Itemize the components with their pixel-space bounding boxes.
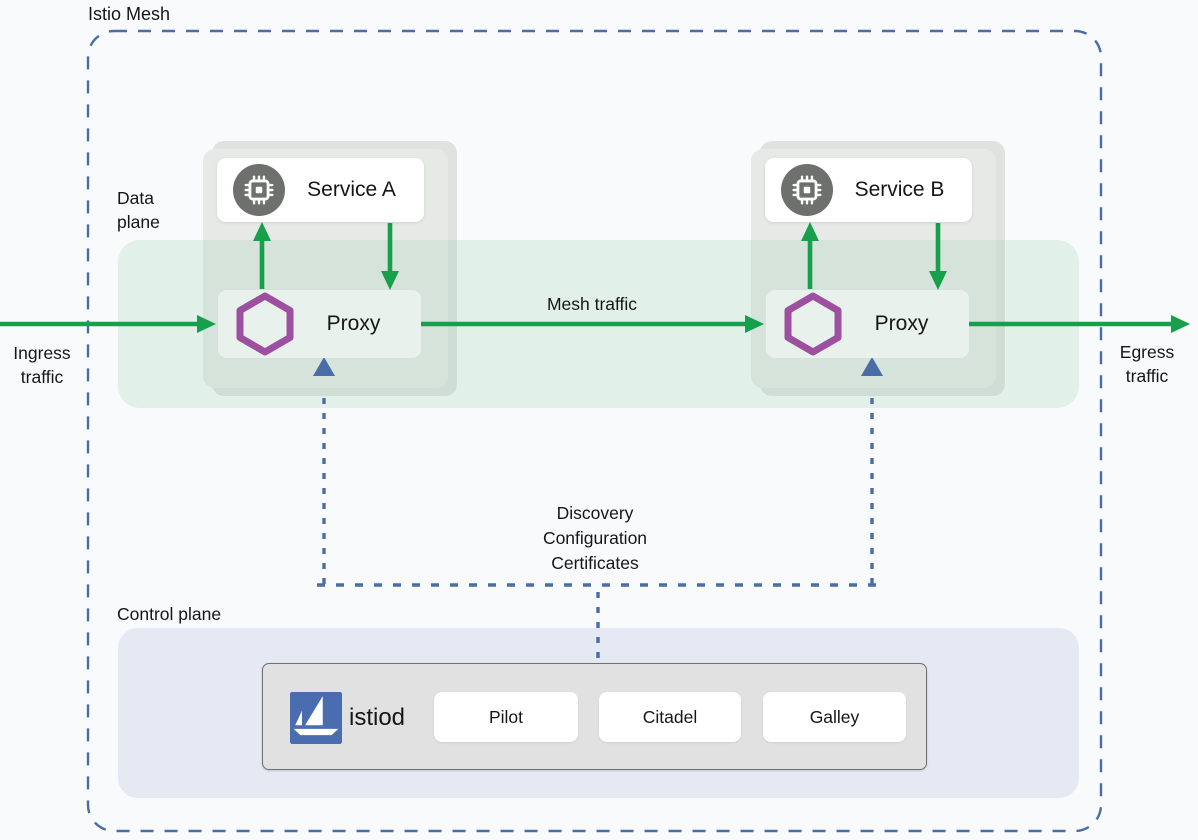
proxy-hexagon-icon [784, 292, 842, 356]
proxy-b-label: Proxy [874, 312, 929, 335]
ingress-traffic-arrow [0, 315, 216, 333]
mesh-traffic-label: Mesh traffic [546, 294, 638, 314]
istio-logo-icon [290, 692, 342, 744]
istio-mesh-boundary [86, 29, 1103, 833]
mesh-traffic-arrow [421, 315, 764, 333]
control-link-line-discovery: Discovery [556, 503, 634, 523]
data-plane-label: Data plane [117, 188, 160, 232]
control-plane-label: Control plane [117, 604, 222, 624]
pod-a-service-proxy-arrows [253, 222, 399, 290]
istiod-component-galley: Galley [763, 692, 906, 742]
proxy-a-card: Proxy [218, 290, 421, 358]
istiod-label: istiod [349, 704, 406, 731]
egress-traffic-label: Egress traffic [1119, 342, 1175, 386]
service-b-card: Service B [765, 158, 972, 222]
service-a-card: Service A [217, 158, 424, 222]
proxy-hexagon-icon [236, 292, 294, 356]
control-link-arrowhead-left [313, 357, 335, 376]
service-chip-icon [233, 164, 285, 216]
proxy-b-card: Proxy [766, 290, 969, 358]
control-link-arrowhead-right [861, 357, 883, 376]
control-plane-links [313, 357, 883, 661]
istiod-component-pilot: Pilot [434, 692, 578, 742]
service-b-label: Service B [854, 178, 945, 201]
service-a-label: Service A [307, 178, 396, 201]
istiod-component-citadel: Citadel [599, 692, 741, 742]
ingress-traffic-label: Ingress traffic [13, 343, 71, 387]
istiod-box: istiod Pilot Citadel Galley [262, 663, 927, 770]
egress-traffic-arrow [969, 315, 1190, 333]
service-chip-icon [781, 164, 833, 216]
control-link-line-certificates: Certificates [551, 553, 639, 573]
control-link-line-configuration: Configuration [542, 528, 648, 548]
proxy-a-label: Proxy [326, 312, 381, 335]
control-link-label: Discovery Configuration Certificates [497, 501, 693, 576]
istio-mesh-label: Istio Mesh [88, 4, 171, 24]
pod-b-service-proxy-arrows [801, 222, 947, 290]
